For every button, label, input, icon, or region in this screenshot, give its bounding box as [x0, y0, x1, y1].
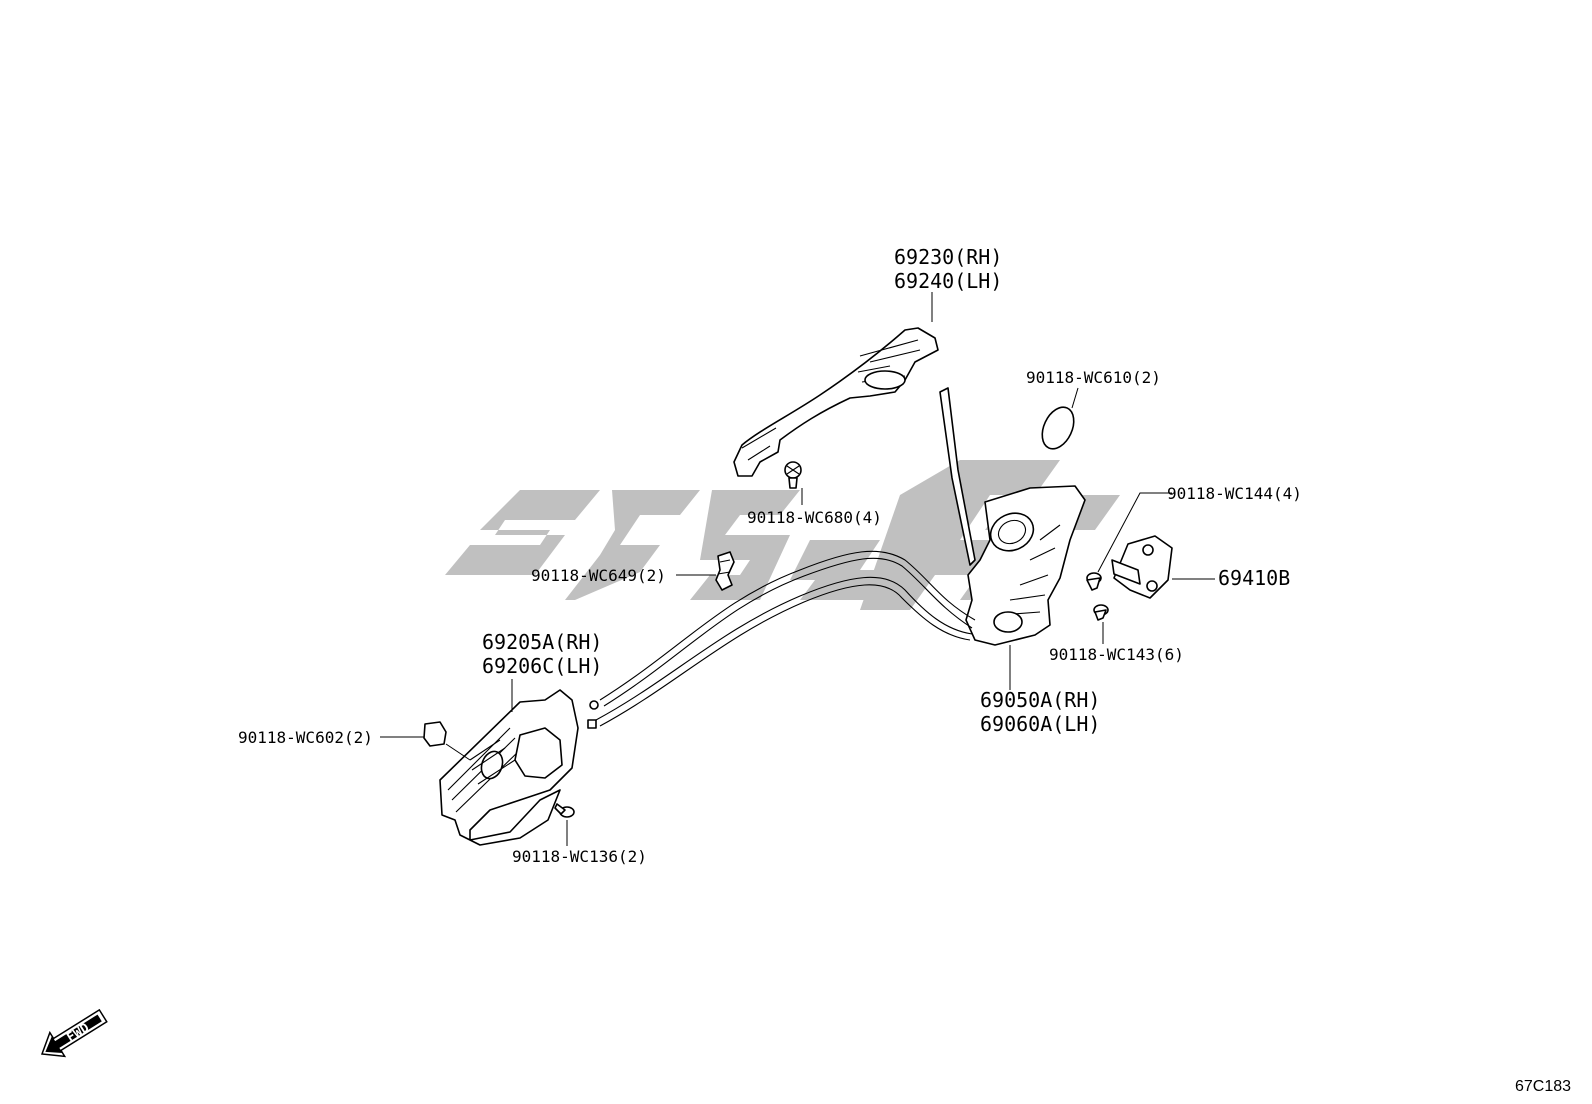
- leader-lines: [380, 292, 1215, 846]
- label-outer-handle-rh: 69230(RH): [894, 245, 1002, 269]
- screw-wc143-icon: [1093, 604, 1109, 621]
- label-screw-wc680: 90118-WC680(4): [747, 508, 882, 527]
- label-inner-handle-rh: 69205A(RH): [482, 630, 602, 654]
- clip-wc602-icon: [423, 721, 447, 747]
- label-lock-lh: 69060A(LH): [980, 712, 1100, 736]
- screw-wc680-icon: [784, 461, 802, 489]
- screw-wc144-icon: [1086, 572, 1102, 591]
- diagram-ref-code: 67C183: [1515, 1078, 1571, 1095]
- label-striker: 69410B: [1218, 566, 1290, 590]
- plug-wc610-icon: [1041, 406, 1075, 450]
- fwd-arrow-icon: FWD: [40, 1008, 108, 1058]
- label-screw-wc136: 90118-WC136(2): [512, 847, 647, 866]
- clip-wc649-icon: [715, 551, 735, 591]
- label-inner-handle-lh: 69206C(LH): [482, 654, 602, 678]
- label-outer-handle-lh: 69240(LH): [894, 269, 1002, 293]
- part-labels: 69230(RH) 69240(LH) 90118-WC610(2) 90118…: [238, 245, 1302, 866]
- screw-wc136-icon: [554, 803, 575, 818]
- label-lock-rh: 69050A(RH): [980, 688, 1100, 712]
- lock-rod: [939, 387, 976, 566]
- inner-door-handle: [439, 689, 579, 846]
- door-lock-assembly: [965, 485, 1086, 646]
- label-screw-wc144: 90118-WC144(4): [1167, 484, 1302, 503]
- outer-door-handle: [733, 327, 939, 477]
- label-screw-wc610: 90118-WC610(2): [1026, 368, 1161, 387]
- control-cables: [587, 550, 976, 729]
- label-screw-wc143: 90118-WC143(6): [1049, 645, 1184, 664]
- striker-69410b: [1111, 535, 1173, 599]
- label-clip-wc602: 90118-WC602(2): [238, 728, 373, 747]
- label-clip-wc649: 90118-WC649(2): [531, 566, 666, 585]
